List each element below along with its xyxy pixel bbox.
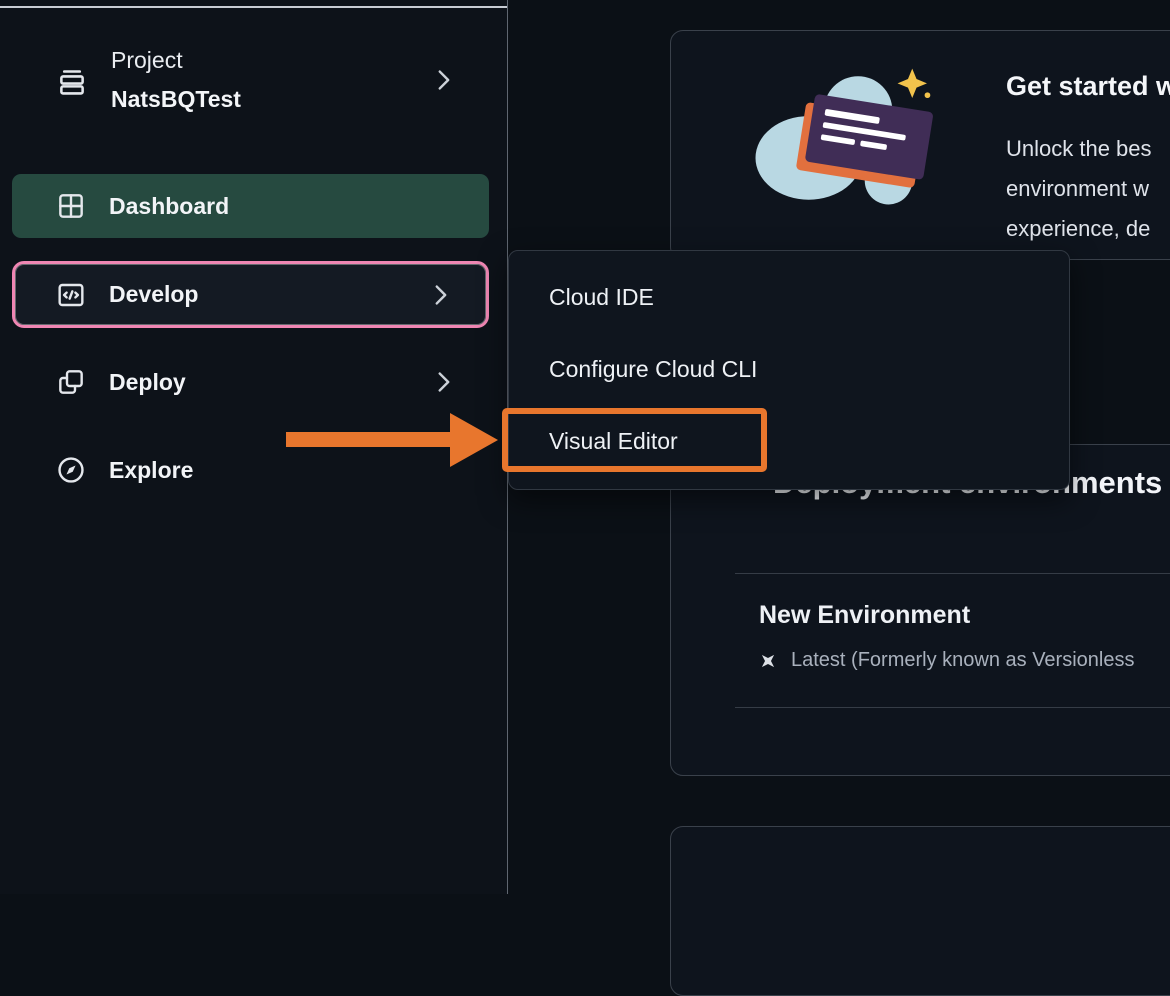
sidebar-item-develop[interactable]: Develop — [12, 261, 489, 328]
get-started-title: Get started w — [1006, 71, 1170, 101]
get-started-body: Unlock the bes environment w experience,… — [1006, 136, 1152, 241]
project-label: Project — [111, 47, 183, 73]
develop-code-icon — [55, 279, 87, 311]
release-track-label: Latest (Formerly known as Versionless — [791, 649, 1135, 671]
divider — [735, 707, 1170, 708]
project-name: NatsBQTest — [111, 86, 241, 112]
annotation-highlight-box — [502, 408, 767, 472]
project-selector[interactable]: Project NatsBQTest — [12, 34, 489, 126]
project-stack-icon — [55, 63, 89, 97]
dashboard-grid-icon — [55, 190, 87, 222]
flyout-item-visual-editor[interactable]: Visual Editor — [549, 427, 678, 454]
chevron-right-icon — [436, 369, 451, 395]
annotation-arrow — [286, 432, 454, 447]
sidebar-item-label: Explore — [109, 456, 194, 483]
sidebar-item-deploy[interactable]: Deploy — [12, 350, 489, 414]
new-environment-link[interactable]: New Environment — [759, 601, 971, 629]
explore-compass-icon — [55, 454, 87, 486]
project-text: Project NatsBQTest — [111, 41, 241, 119]
sidebar-item-dashboard[interactable]: Dashboard — [12, 174, 489, 238]
deploy-windows-icon — [55, 366, 87, 398]
sidebar-item-label: Dashboard — [109, 192, 230, 219]
annotation-arrow-head-icon — [450, 413, 498, 467]
get-started-card: Get started w Unlock the bes environment… — [670, 30, 1170, 260]
chevron-right-icon — [436, 67, 451, 93]
chevron-right-icon — [433, 282, 448, 308]
new-environment-release-track: Latest (Formerly known as Versionless — [757, 649, 1134, 672]
cloud-ide-illustration — [755, 68, 933, 205]
bottom-card — [670, 826, 1170, 996]
sidebar-item-explore[interactable]: Explore — [12, 438, 489, 502]
sidebar-item-label: Deploy — [109, 368, 186, 395]
divider — [735, 573, 1170, 574]
sidebar-item-label: Develop — [109, 281, 199, 307]
sidebar: Project NatsBQTest Dashboard Develop — [0, 0, 508, 894]
develop-flyout-menu: Cloud IDE Configure Cloud CLI Visual Edi… — [508, 250, 1070, 490]
flyout-item-configure-cloud-cli[interactable]: Configure Cloud CLI — [549, 355, 758, 382]
deployment-environments-card: Deployment environments New Environment … — [670, 444, 1170, 776]
sidebar-top-divider — [0, 6, 507, 8]
latest-release-track-icon — [757, 650, 779, 672]
flyout-item-cloud-ide[interactable]: Cloud IDE — [549, 283, 654, 310]
